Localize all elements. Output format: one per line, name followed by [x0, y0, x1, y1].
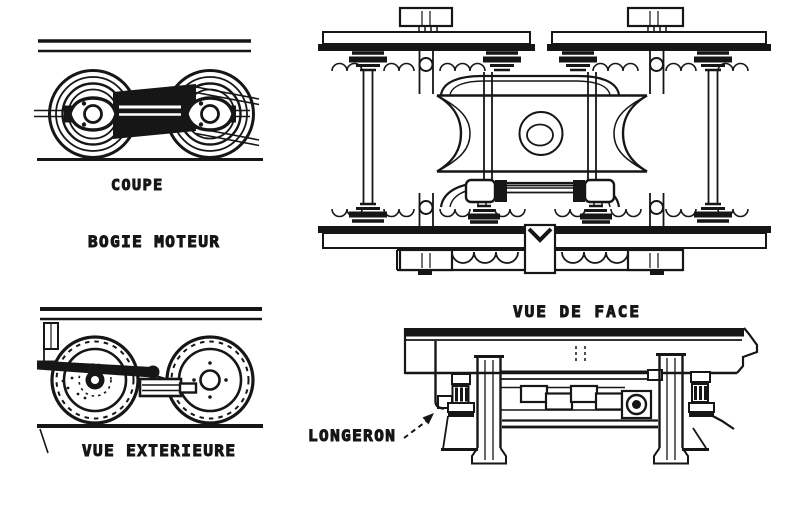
- label-bogie-moteur: BOGIE MOTEUR: [88, 232, 220, 251]
- wheel-bar-bottom: [318, 226, 771, 249]
- label-vue-de-face: VUE DE FACE: [513, 302, 641, 321]
- center-pivot: [518, 111, 564, 156]
- frame-section-lines: [195, 86, 260, 147]
- exterior-view: [37, 307, 263, 454]
- side-frame-verticals: [362, 70, 719, 205]
- left-axlebox-group: [442, 373, 475, 450]
- face-view: [403, 327, 759, 465]
- plan-view: [318, 6, 771, 275]
- coil-scallops-bottom: [331, 208, 749, 218]
- wheel-bar-top: [318, 31, 771, 51]
- frame-columns: [483, 72, 597, 180]
- spring-stacks-bottom: [349, 202, 732, 224]
- transmission-link: [439, 178, 621, 208]
- right-axlebox-group: [647, 369, 735, 449]
- longeron-member: [434, 341, 453, 410]
- spring-stacks-top: [349, 51, 732, 72]
- coil-scallops-top: [331, 62, 749, 72]
- face-left-wheel: [471, 355, 507, 465]
- exterior-left-wheel: [50, 335, 140, 425]
- center-coupling-channel: [523, 223, 557, 275]
- coupe-view: [34, 39, 263, 161]
- bolster-frame: [436, 74, 648, 173]
- journal-box-top-right: [626, 6, 685, 32]
- face-right-wheel: [653, 353, 689, 465]
- exterior-right-wheel: [165, 335, 255, 425]
- car-body-deck: [403, 327, 759, 375]
- journal-box-top-left: [398, 6, 454, 32]
- longeron-callout-arrow: [403, 413, 434, 439]
- label-vue-exterieure: VUE EXTERIEURE: [82, 441, 236, 460]
- label-coupe: COUPE: [111, 176, 164, 194]
- axle-columns: [418, 51, 665, 226]
- axlebox-lozenge-right: [185, 96, 235, 132]
- label-longeron: LONGERON: [308, 426, 396, 445]
- inter-wheel-frame: [500, 370, 661, 429]
- brake-rigging: [37, 360, 198, 398]
- axlebox-lozenge-left: [68, 96, 118, 132]
